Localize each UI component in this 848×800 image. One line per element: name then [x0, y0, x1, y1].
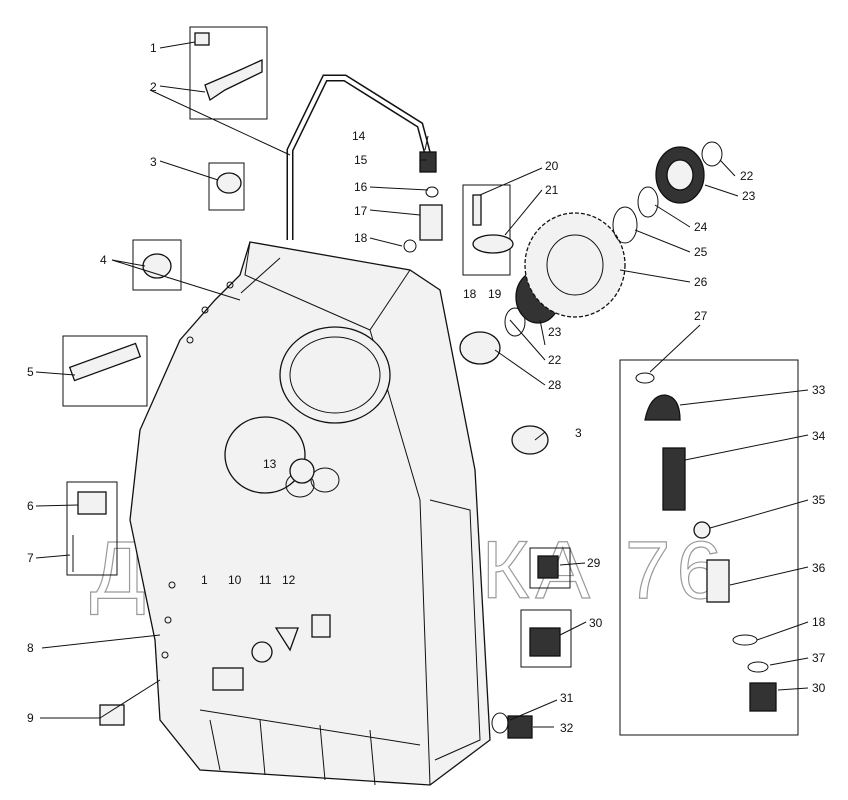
elbow-17 [419, 204, 443, 241]
ring-18 [403, 239, 417, 253]
union-15 [419, 151, 437, 173]
callout: 28 [548, 378, 562, 392]
callout: 18 [463, 287, 477, 301]
callout: 22 [548, 353, 562, 367]
inset-box-30 [520, 609, 572, 668]
ring-25 [612, 206, 638, 244]
plug-30 [529, 627, 561, 657]
spring-34 [662, 447, 686, 511]
callout: 24 [694, 220, 708, 234]
callout: 22 [740, 169, 754, 183]
callout: 29 [587, 556, 601, 570]
callout: 14 [352, 129, 366, 143]
callout: 9 [27, 711, 34, 725]
inset-box-29 [529, 547, 571, 589]
callout: 23 [548, 325, 562, 339]
callout: 21 [545, 183, 559, 197]
ring-16 [425, 186, 439, 198]
dowel-9 [99, 704, 125, 726]
plug-3 [216, 172, 242, 194]
inset-box-20-21 [462, 184, 511, 276]
callout: 12 [282, 573, 296, 587]
callout: 19 [488, 287, 502, 301]
callout: 25 [694, 245, 708, 259]
bolt-6 [77, 491, 107, 515]
callout: 34 [812, 429, 826, 443]
plug-3b [511, 425, 549, 455]
bolt-1 [194, 32, 210, 46]
callout: 30 [589, 616, 603, 630]
callout: 8 [27, 641, 34, 655]
callout: 3 [575, 426, 582, 440]
callout: 15 [354, 153, 368, 167]
callout: 7 [27, 551, 34, 565]
callout: 1 [201, 573, 208, 587]
callout: 18 [812, 615, 826, 629]
callout: 2 [150, 80, 157, 94]
plug-30b [749, 682, 777, 712]
callout: 27 [694, 309, 708, 323]
bolt-1b [212, 667, 244, 691]
callout: 6 [27, 499, 34, 513]
transmission-housing [129, 241, 491, 786]
ring-27 [635, 372, 655, 384]
callout: 20 [545, 159, 559, 173]
valve-36 [706, 559, 730, 603]
bolt-20 [472, 194, 482, 226]
callout: 35 [812, 493, 826, 507]
callout: 11 [259, 573, 272, 587]
callout: 30 [812, 681, 826, 695]
callout: 23 [742, 189, 756, 203]
plate-11 [274, 627, 299, 652]
plug-13 [289, 458, 315, 484]
pin-12 [311, 614, 331, 638]
cap-33 [644, 394, 681, 421]
clamp-2 [204, 58, 263, 102]
washer-10 [251, 641, 273, 663]
callout: 13 [263, 457, 277, 471]
plug-29 [537, 555, 559, 579]
inset-box-valve [619, 359, 799, 736]
callout: 33 [812, 383, 826, 397]
callout: 5 [27, 365, 34, 379]
ring-31 [491, 712, 509, 734]
leader-lines [35, 41, 809, 728]
callout: 1 [150, 41, 157, 55]
callout: 4 [100, 253, 107, 267]
ring-22b [504, 307, 526, 337]
inset-box-6-7 [66, 481, 118, 576]
inset-box-4 [132, 239, 182, 291]
sleeve-28 [459, 331, 501, 365]
callout: 18 [354, 231, 368, 245]
flange-21 [472, 234, 514, 254]
ring-24 [637, 186, 659, 218]
callout: 26 [694, 275, 708, 289]
inset-box-3 [208, 162, 245, 211]
ball-35 [693, 521, 711, 539]
inset-box-5 [62, 335, 148, 407]
callout: 36 [812, 561, 826, 575]
callout: 10 [228, 573, 242, 587]
ring-37 [747, 661, 769, 673]
callout: 37 [812, 651, 826, 665]
inset-box-1-2 [189, 26, 268, 120]
stud-5 [68, 342, 142, 382]
callout: 3 [150, 155, 157, 169]
ring-22 [701, 141, 723, 167]
callout: 17 [354, 204, 368, 218]
ring-18b [732, 634, 758, 646]
callout: 32 [560, 721, 574, 735]
callout: 16 [354, 180, 368, 194]
gear-26 [524, 212, 626, 318]
callout: 31 [560, 691, 574, 705]
callout-labels: 1 2 3 4 5 6 7 8 9 10 11 12 13 14 15 16 1… [27, 41, 826, 735]
